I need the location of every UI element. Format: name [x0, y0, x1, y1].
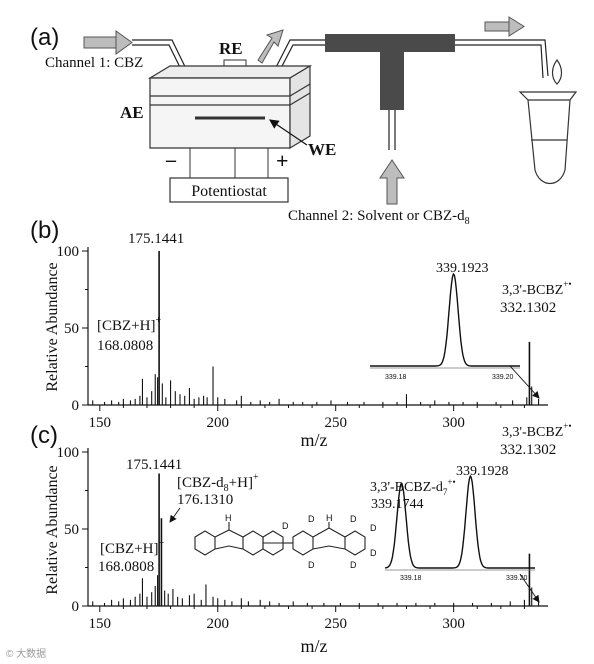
ann-b-bcbz: 3,3'-BCBZ+•: [502, 279, 571, 298]
inset-b-tick2: 339.20: [492, 374, 514, 381]
we-pointer: [269, 119, 308, 146]
panel-c-plot: 150 200 250 300 0 50 100: [57, 445, 548, 632]
panel-a: (a) Channel 1: CBZ RE: [30, 16, 578, 227]
panel-b-xlabel: m/z: [301, 430, 328, 450]
ann-c-176-pointer: [169, 507, 181, 523]
channel1-arrow: [83, 30, 133, 55]
plus-sign: +: [276, 148, 289, 173]
ann-c-168: 168.0808: [98, 559, 154, 575]
exhaust-arrow: [257, 29, 284, 64]
x-tick-label: 200: [206, 616, 229, 632]
panel-b-plot: 150 200 250 300 0 50 100: [57, 244, 548, 431]
ann-b-cbzh: [CBZ+H]+: [97, 315, 161, 334]
atom-d-2: D: [308, 514, 315, 524]
re-label: RE: [219, 39, 243, 58]
electrode-leads: [189, 148, 269, 178]
panel-b-inset: 339.1923 339.18 339.20: [370, 261, 540, 399]
minus-sign: –: [165, 149, 177, 171]
panel-b-label: (b): [30, 217, 59, 244]
panel-c-xlabel: m/z: [301, 636, 328, 656]
panel-c: (c) Relative Abundance m/z 150 200 250 300 0…: [30, 421, 571, 656]
atom-h-right: H: [326, 513, 333, 523]
collection-vial: [518, 58, 578, 185]
ann-c-332: 332.1302: [500, 442, 556, 458]
atom-d-7: D: [308, 560, 315, 570]
ann-c-176: 176.1310: [177, 492, 233, 508]
inset-b-curve: [370, 272, 520, 367]
x-tick-label: 150: [89, 415, 112, 431]
inset-c-tick2: 339.20: [506, 575, 528, 582]
ann-c-cbzd: [CBZ-d8+H]+: [177, 472, 259, 494]
x-tick-label: 300: [442, 415, 465, 431]
x-tick-label: 200: [206, 415, 229, 431]
ann-b-175: 175.1441: [128, 231, 184, 247]
x-tick-label: 250: [324, 616, 347, 632]
x-tick-label: 150: [89, 616, 112, 632]
output-tube: [455, 39, 549, 79]
atom-d-5: D: [370, 548, 377, 558]
atom-d-3: D: [350, 514, 357, 524]
output-arrow: [484, 16, 525, 37]
y-tick-label: 50: [64, 321, 79, 337]
y-tick-label: 100: [57, 445, 80, 461]
potentiostat-box: [169, 177, 289, 203]
atom-d-6: D: [350, 560, 357, 570]
channel2-tube: [388, 110, 396, 150]
electrochemical-cell: [147, 64, 313, 150]
atom-h-left: H: [225, 513, 232, 523]
panel-a-label: (a): [30, 24, 59, 51]
re-electrode: [223, 59, 247, 67]
panel-c-inset: 3,3'-BCBZ-d7+• 339.1744 339.1928 339.18 …: [370, 464, 540, 603]
inset-b-pointer: [509, 365, 540, 399]
x-tick-label: 300: [442, 616, 465, 632]
atom-d-4: D: [370, 523, 377, 533]
ann-c-bcbz: 3,3'-BCBZ+•: [502, 421, 571, 440]
inset-c-peak1-name: 3,3'-BCBZ-d7+•: [370, 477, 456, 497]
potentiostat-label: Potentiostat: [191, 183, 267, 200]
ann-c-175: 175.1441: [126, 457, 182, 473]
inset-c-peak2: 339.1928: [456, 464, 509, 479]
ae-label: AE: [120, 103, 144, 122]
x-tick-label: 250: [324, 415, 347, 431]
y-tick-label: 0: [72, 398, 80, 414]
channel2-label: Channel 2: Solvent or CBZ-d8: [288, 208, 470, 227]
channel2-arrow: [379, 159, 405, 205]
we-label: WE: [308, 140, 336, 159]
y-tick-label: 0: [72, 599, 80, 615]
panel-b-ylabel: Relative Abundance: [44, 262, 61, 391]
ann-b-332: 332.1302: [500, 300, 556, 316]
inset-c-peak1: 339.1744: [371, 497, 424, 512]
molecule-structure: [194, 522, 366, 556]
ann-b-168: 168.0808: [97, 338, 153, 354]
panel-c-label: (c): [30, 422, 58, 449]
y-tick-label: 100: [57, 244, 80, 260]
mixing-tee: [325, 34, 455, 110]
inset-c-tick1: 339.18: [400, 575, 422, 582]
inset-c-curve: [384, 474, 535, 569]
channel1-label: Channel 1: CBZ: [45, 55, 143, 71]
inset-b-tick1: 339.18: [385, 374, 407, 381]
watermark: © 大数据: [6, 649, 47, 660]
y-tick-label: 50: [64, 522, 79, 538]
atom-d-1: D: [282, 521, 289, 531]
panel-c-ylabel: Relative Abundance: [44, 465, 61, 594]
ann-c-cbzh: [CBZ+H]+: [100, 538, 164, 557]
panel-b: (b) Relative Abundance m/z 150 200 250 300 0…: [30, 217, 571, 450]
inset-c-pointer: [519, 573, 540, 603]
inset-b-peak: 339.1923: [436, 261, 489, 276]
